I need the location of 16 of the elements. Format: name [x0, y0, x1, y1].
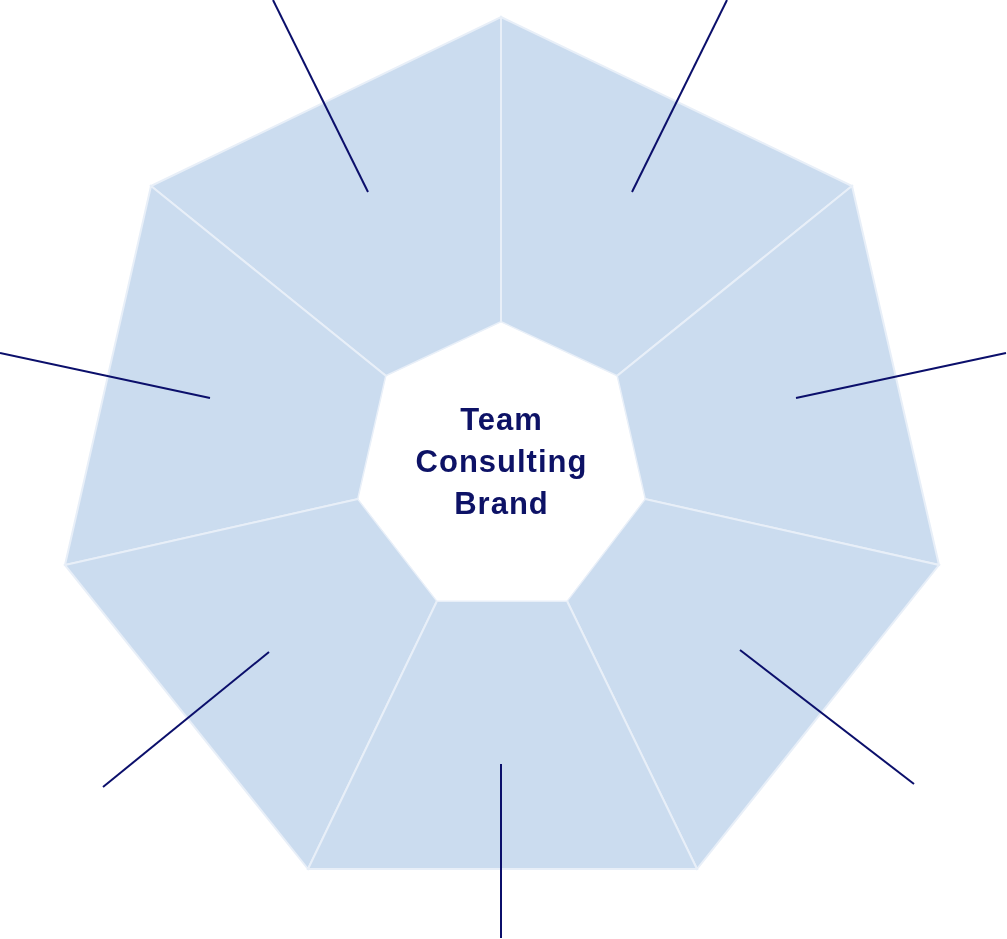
leader-line — [631, 0, 728, 193]
diagram-segment — [63, 497, 439, 871]
diagram-segment — [615, 184, 941, 567]
leader-line — [0, 352, 211, 399]
diagram-segment — [149, 15, 502, 378]
diagram-segment — [306, 600, 699, 870]
diagram-segment — [500, 15, 854, 378]
leader-line — [795, 352, 1007, 399]
center-heptagon — [358, 322, 645, 601]
leader-line — [739, 649, 915, 785]
leader-line — [500, 763, 502, 939]
diagram-segment — [565, 497, 941, 871]
center-title: Team Consulting Brand — [414, 400, 589, 523]
leader-line — [272, 0, 369, 193]
leader-line — [102, 651, 270, 788]
diagram-segment — [63, 184, 388, 567]
